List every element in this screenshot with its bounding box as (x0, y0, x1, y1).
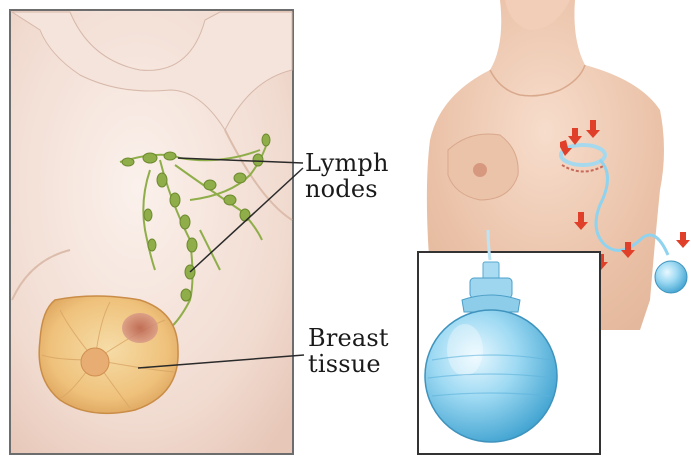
lymph-nodes-label-line1: Lymph (305, 150, 389, 176)
breast-tissue-label: Breast tissue (308, 325, 389, 377)
lymph-nodes-label-line2: nodes (305, 176, 389, 202)
nipple (473, 163, 487, 177)
tumor-highlight (122, 313, 158, 343)
drain-bulb-inset (418, 230, 600, 454)
lymph-nodes-label: Lymph nodes (305, 150, 389, 202)
bulb-cap (483, 262, 499, 280)
bulb-shine (447, 324, 483, 376)
left-panel (10, 10, 293, 454)
small-drain-bulb (655, 261, 687, 293)
breast-tissue-label-line2: tissue (308, 351, 389, 377)
breast-tissue (39, 296, 178, 413)
breast-tissue-label-line1: Breast (308, 325, 389, 351)
